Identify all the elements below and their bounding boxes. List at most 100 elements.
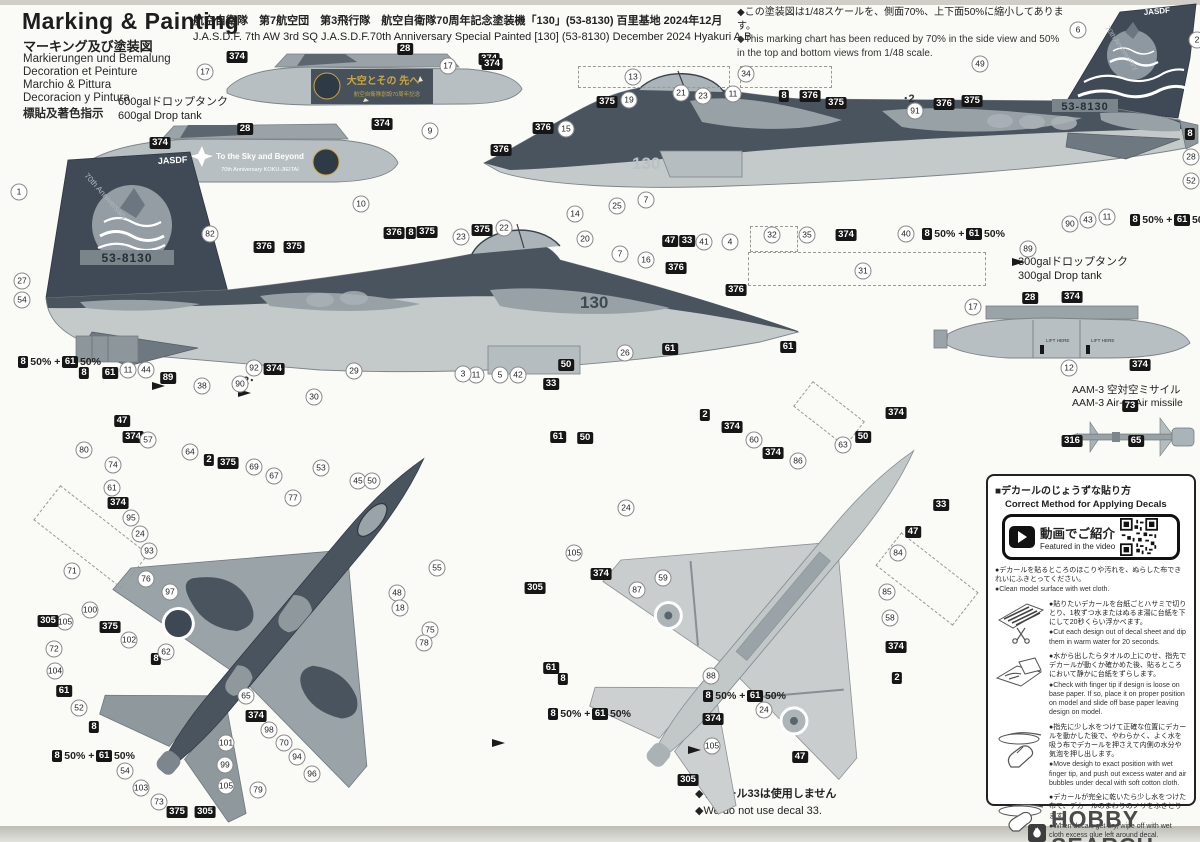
callout-376: 376 xyxy=(933,98,955,110)
callout-376: 376 xyxy=(665,262,687,274)
decal-2-mark: ･2 xyxy=(903,93,915,105)
callout-8: 8 xyxy=(150,653,162,665)
callout-61: 61 xyxy=(662,343,678,355)
callout-374: 374 xyxy=(371,118,393,130)
callout-61: 61 xyxy=(780,341,796,353)
callout-11: 11 xyxy=(119,361,137,379)
aircraft-heading-jp: 航空自衛隊 第7航空団 第3飛行隊 航空自衛隊70周年記念塗装機「130」(53… xyxy=(193,15,723,27)
callout-17: 17 xyxy=(964,298,982,316)
decal-step-1: ●デカールを貼るところのほこりや汚れを、ぬらした布できれいにふきとってください。… xyxy=(995,567,1182,594)
callout-8: 8 xyxy=(78,367,90,379)
walkway-arrow-icon xyxy=(152,382,165,390)
callout-73: 73 xyxy=(150,793,168,811)
callout-32: 32 xyxy=(763,226,781,244)
callout-374: 374 xyxy=(1061,291,1083,303)
callout-374: 374 xyxy=(702,713,724,725)
callout-22: 22 xyxy=(495,219,513,237)
callout-93: 93 xyxy=(140,542,158,560)
callout-104: 104 xyxy=(46,662,64,680)
callout-58: 58 xyxy=(881,609,899,627)
callout-64: 64 xyxy=(181,443,199,461)
fin-jasdf-text-left: JASDF xyxy=(158,154,188,166)
callout-90: 90 xyxy=(1061,215,1079,233)
callout-33: 33 xyxy=(543,378,559,390)
callout-26: 26 xyxy=(616,344,634,362)
callout-305: 305 xyxy=(524,582,546,594)
callout-101: 101 xyxy=(217,734,235,752)
callout-8: 8 xyxy=(778,90,790,102)
callout-25: 25 xyxy=(608,197,626,215)
instructions-title-jp: ■デカールのじょうずな貼り方 xyxy=(995,486,1132,497)
callout-376: 376 xyxy=(253,241,275,253)
callout-20: 20 xyxy=(576,230,594,248)
callout-40: 40 xyxy=(897,225,915,243)
callout-63: 63 xyxy=(834,436,852,454)
callout-375: 375 xyxy=(596,96,618,108)
callout-50: 50 xyxy=(577,432,593,444)
aircraft-heading-en: J.A.S.D.F. 7th AW 3rd SQ J.A.S.D.F.70th … xyxy=(193,31,752,43)
callout-61: 61 xyxy=(56,685,72,697)
callout-13: 13 xyxy=(624,68,642,86)
callout-375: 375 xyxy=(166,806,188,818)
callout-24: 24 xyxy=(755,701,773,719)
callout-374: 374 xyxy=(835,229,857,241)
callout-47: 47 xyxy=(662,235,678,247)
callout-65: 65 xyxy=(237,687,255,705)
callout-375: 375 xyxy=(217,457,239,469)
callout-11: 11 xyxy=(467,366,485,384)
scale-note-en: ◆This marking chart has been reduced by … xyxy=(737,34,1060,59)
callout-2: 2 xyxy=(699,409,711,421)
flame-icon xyxy=(1028,823,1047,842)
callout-61: 61 xyxy=(102,367,118,379)
callout-89: 89 xyxy=(1019,240,1037,258)
callout-376: 376 xyxy=(383,227,405,239)
scale-note-jp: ◆この塗装図は1/48スケールを、側面70%、上下面50%に縮小してあります。 xyxy=(737,7,1064,32)
step-illustration-slide-icon xyxy=(995,657,1043,687)
callout-11: 11 xyxy=(724,85,742,103)
drop-tank-300gal-view: LIFT HERE LIFT HERE xyxy=(933,305,1191,359)
callout-9: 9 xyxy=(421,122,439,140)
callout-375: 375 xyxy=(283,241,305,253)
callout-19: 19 xyxy=(620,91,638,109)
stencil-box-31 xyxy=(748,252,986,286)
callout-69: 69 xyxy=(245,458,263,476)
callout-374: 374 xyxy=(226,51,248,63)
left-side-view: JASDF 70th Anniversary 53-8130 130 xyxy=(45,151,800,375)
callout-374: 374 xyxy=(721,421,743,433)
callout-85: 85 xyxy=(878,583,896,601)
callout-61: 61 xyxy=(550,431,566,443)
callout-76: 76 xyxy=(137,570,155,588)
callout-7: 7 xyxy=(637,191,655,209)
video-badge-en: Featured in the video xyxy=(1040,542,1116,551)
step-illustration-wipe-icon xyxy=(998,804,1044,832)
walkway-arrow-icon xyxy=(238,389,251,397)
callout-87: 87 xyxy=(628,581,646,599)
page-edge-top xyxy=(0,0,1200,5)
step-illustration-press-icon xyxy=(998,731,1042,768)
callout-376: 376 xyxy=(725,284,747,296)
callout-5: 5 xyxy=(491,366,509,384)
callout-21: 21 xyxy=(672,84,690,102)
callout-52: 52 xyxy=(1182,172,1200,190)
decal-step-3: ●水から出したらタオルの上にのせ、指先でデカールが動くか確かめた後、貼るところに… xyxy=(995,652,1187,718)
callout-316: 316 xyxy=(1061,435,1083,447)
callout-78: 78 xyxy=(415,634,433,652)
callout-8: 8 xyxy=(1184,128,1196,140)
callout-376: 376 xyxy=(799,90,821,102)
callout-8: 8 xyxy=(557,673,569,685)
callout-4: 4 xyxy=(721,233,739,251)
aircraft-heading: 航空自衛隊 第7航空団 第3飛行隊 航空自衛隊70周年記念塗装機「130」(53… xyxy=(193,12,753,43)
callout-41: 41 xyxy=(695,233,713,251)
callout-43: 43 xyxy=(1079,211,1097,229)
callout-374: 374 xyxy=(107,497,129,509)
callout-59: 59 xyxy=(654,569,672,587)
callout-47: 47 xyxy=(114,415,130,427)
callout-23: 23 xyxy=(452,228,470,246)
callout-90: 90 xyxy=(231,375,249,393)
nose-number-left: 130 xyxy=(580,293,608,312)
callout-24: 24 xyxy=(617,499,635,517)
callout-102: 102 xyxy=(120,631,138,649)
